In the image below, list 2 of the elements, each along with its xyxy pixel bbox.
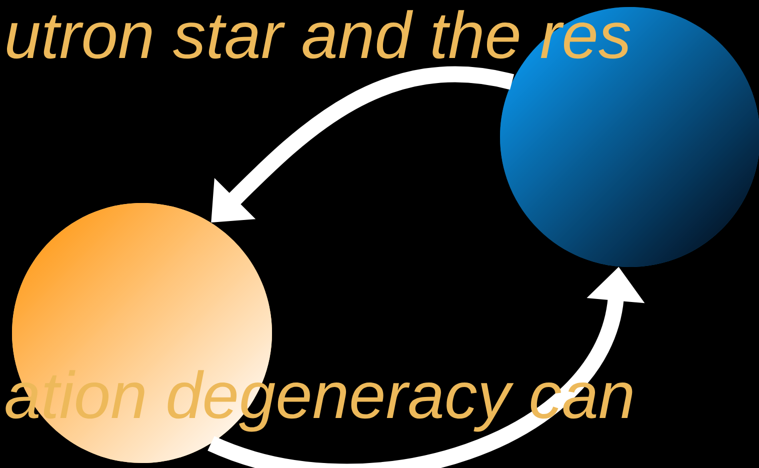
- curved-arrow: [211, 66, 514, 222]
- caption-text: utron star and the res: [6, 10, 630, 59]
